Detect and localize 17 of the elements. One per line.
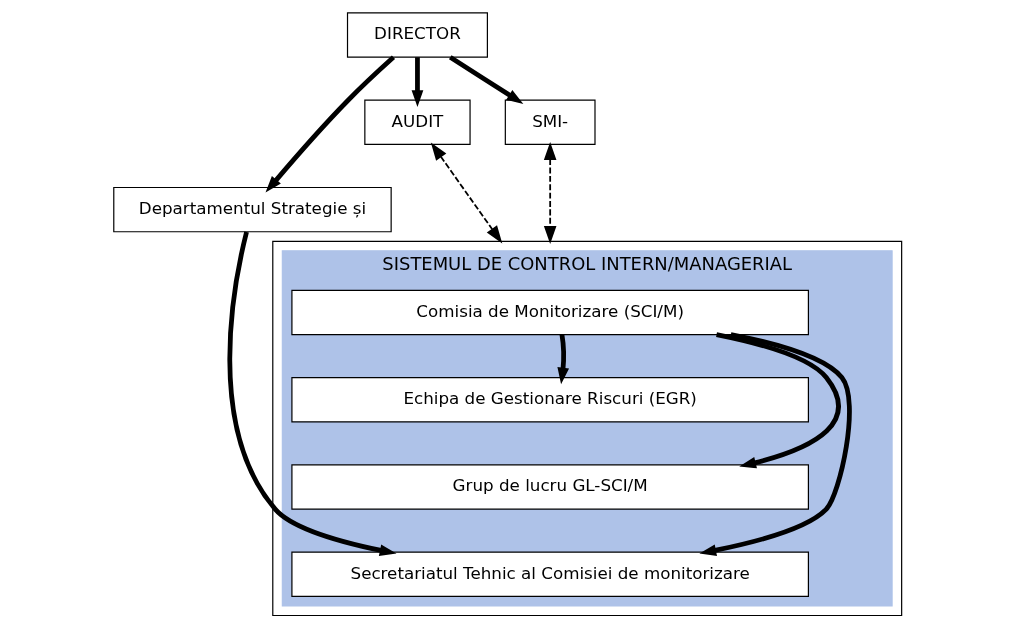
node-box: AUDIT (363, 99, 471, 146)
node-box: Secretariatul Tehnic al Comisiei de monitorizare (290, 551, 809, 597)
node-box: Grup de lucru GL-SCI/M (290, 464, 809, 510)
node-box: Departamentul Strategie și (112, 186, 392, 233)
arrow (430, 142, 502, 244)
arrow (715, 332, 841, 469)
node-box: SMI- (504, 99, 596, 146)
arrow (265, 55, 395, 193)
arrow (543, 142, 556, 244)
arrow (556, 334, 569, 385)
node-box: DIRECTOR (346, 12, 488, 58)
arrow (226, 231, 396, 556)
arrow (698, 332, 852, 556)
node-box: Echipa de Gestionare Riscuri (EGR) (290, 376, 809, 423)
node-box: Comisia de Monitorizare (SCI/M) (290, 289, 809, 336)
arrow (448, 55, 523, 104)
arrow (411, 57, 423, 108)
